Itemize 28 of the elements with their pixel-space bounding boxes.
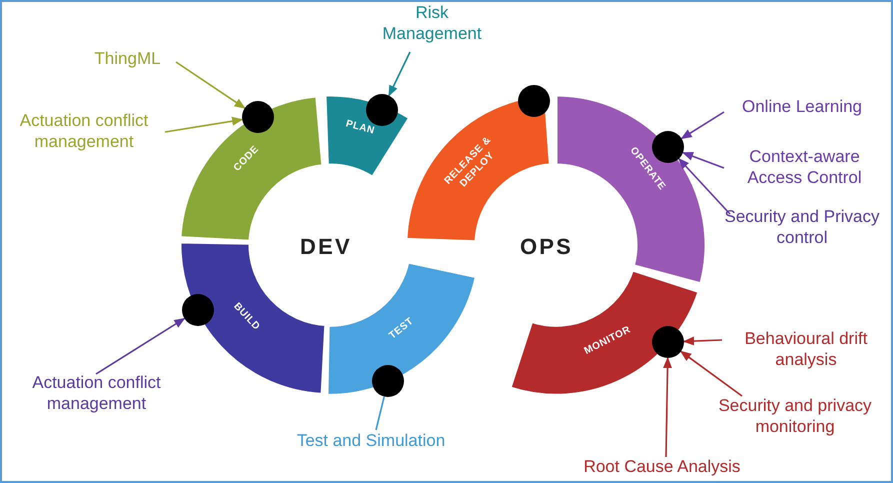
leader-line [678, 158, 731, 215]
loop-segment [510, 270, 699, 395]
leader-line [682, 336, 722, 346]
connection-dot [518, 85, 550, 117]
loop-center-label: OPS [520, 233, 574, 261]
leader-line [682, 152, 724, 169]
segment-label: PLAN [343, 117, 376, 139]
callout-text: Root Cause Analysis [562, 456, 762, 478]
leader-line [680, 111, 724, 140]
leader-line [680, 350, 742, 397]
callout-text: Actuation conflict management [4, 110, 164, 152]
loop-segment [327, 262, 477, 395]
callout-text: Actuation conflict management [4, 372, 189, 414]
callout-text: Context-aware Access Control [722, 146, 887, 188]
callout-text: Risk Management [372, 2, 492, 44]
leader-line [388, 52, 411, 97]
loop-center-label: DEV [300, 233, 352, 261]
leader-line [164, 116, 244, 133]
leader-line [96, 318, 186, 375]
callout-text: Security and privacy monitoring [700, 395, 890, 438]
leader-line [375, 396, 385, 430]
callout-text: ThingML [80, 48, 175, 70]
callout-text: Security and Privacy control [722, 206, 882, 248]
callout-text: Test and Simulation [276, 430, 466, 452]
leader-line [176, 61, 246, 109]
leader-line [663, 356, 672, 458]
callout-text: Online Learning [722, 96, 882, 118]
callout-text: Behavioural drift analysis [722, 328, 890, 370]
